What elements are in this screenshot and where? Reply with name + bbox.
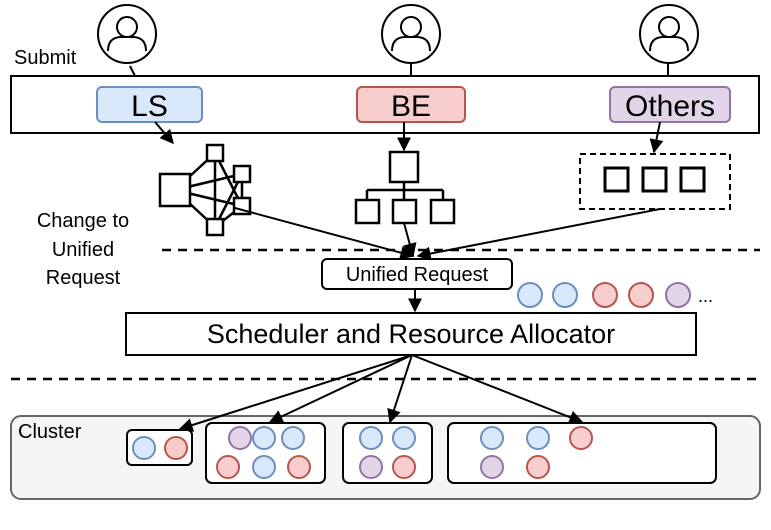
change-label-1: Change to bbox=[37, 210, 129, 232]
purple-request-circle bbox=[480, 455, 504, 479]
arrow bbox=[402, 222, 417, 258]
red-request-circle bbox=[569, 426, 593, 450]
others-group bbox=[579, 153, 731, 210]
arrow bbox=[268, 354, 413, 423]
arrow bbox=[234, 207, 415, 260]
blue-request-circle bbox=[281, 426, 305, 450]
ls-box bbox=[96, 86, 203, 123]
red-request-circle bbox=[392, 455, 416, 479]
scheduler-box bbox=[125, 312, 697, 356]
purple-request-circle bbox=[359, 455, 383, 479]
be-label: BE bbox=[391, 90, 431, 123]
change-label-2: Unified bbox=[52, 239, 114, 261]
node-box bbox=[342, 422, 433, 484]
red-request-circle bbox=[628, 282, 654, 308]
queue-ellipsis: ... bbox=[698, 286, 713, 306]
blue-request-circle bbox=[359, 426, 383, 450]
submit-label: Submit bbox=[14, 47, 77, 69]
red-request-circle bbox=[216, 455, 240, 479]
arrow bbox=[649, 121, 664, 154]
unified-request-label: Unified Request bbox=[346, 264, 489, 286]
blue-request-circle bbox=[552, 282, 578, 308]
user-icon bbox=[639, 4, 699, 64]
cluster-label: Cluster bbox=[18, 421, 82, 443]
arrow bbox=[178, 354, 413, 432]
red-request-circle bbox=[164, 436, 188, 460]
blue-request-circle bbox=[252, 455, 276, 479]
ls-graph bbox=[158, 143, 252, 237]
arrow bbox=[154, 121, 174, 145]
change-label-3: Request bbox=[46, 267, 121, 289]
user-icon bbox=[97, 4, 157, 64]
purple-request-circle bbox=[228, 426, 252, 450]
blue-request-circle bbox=[526, 426, 550, 450]
red-request-circle bbox=[526, 455, 550, 479]
scheduler-label: Scheduler and Resource Allocator bbox=[207, 319, 615, 349]
user-icon bbox=[381, 4, 441, 64]
node-circles bbox=[132, 426, 593, 479]
blue-request-circle bbox=[132, 436, 156, 460]
be-box bbox=[356, 86, 466, 123]
request-queue bbox=[517, 282, 691, 308]
unified-request-box bbox=[321, 258, 513, 290]
blue-request-circle bbox=[517, 282, 543, 308]
blue-request-circle bbox=[480, 426, 504, 450]
others-label: Others bbox=[625, 90, 715, 123]
arrow bbox=[411, 354, 584, 424]
arrow bbox=[416, 208, 661, 261]
ls-label: LS bbox=[131, 90, 168, 123]
others-box bbox=[609, 86, 731, 123]
blue-request-circle bbox=[252, 426, 276, 450]
be-tree bbox=[354, 150, 456, 225]
red-request-circle bbox=[287, 455, 311, 479]
arrow bbox=[387, 354, 413, 424]
red-request-circle bbox=[592, 282, 618, 308]
blue-request-circle bbox=[392, 426, 416, 450]
purple-request-circle bbox=[665, 282, 691, 308]
